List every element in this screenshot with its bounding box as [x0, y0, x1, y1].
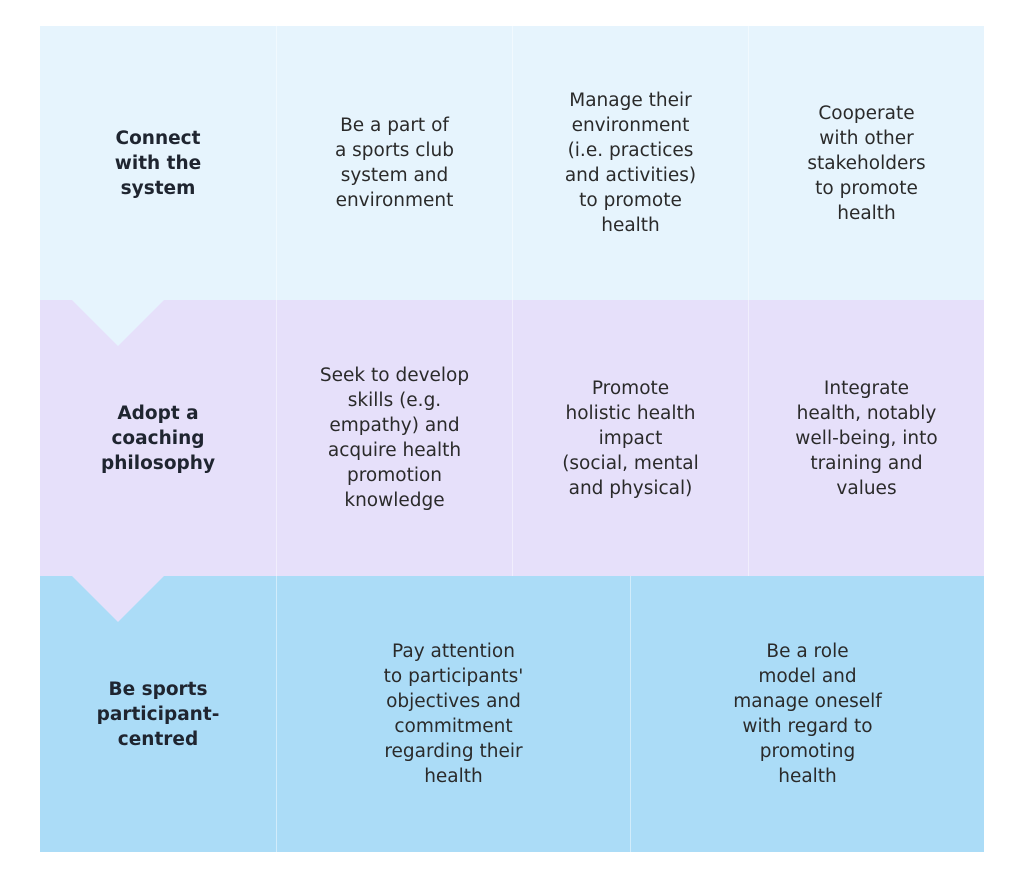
row-cell: Manage their environment (i.e. practices… — [512, 26, 748, 300]
row-label: Be sports participant-centred — [40, 576, 276, 852]
row-cell: Cooperate with other stakeholders to pro… — [748, 26, 984, 300]
row-be-sports-participant-centred: Be sports participant-centred Pay attent… — [40, 576, 984, 852]
row-cell-text: Pay attention to participants' objective… — [383, 641, 524, 787]
row-label-text: Be sports participant-centred — [96, 678, 220, 750]
row-cell-text: Integrate health, notably well-being, in… — [795, 377, 938, 499]
row-cell: Seek to develop skills (e.g. empathy) an… — [276, 300, 512, 576]
chevron-down-shape — [70, 298, 166, 346]
row-cell: Be a role model and manage oneself with … — [630, 576, 984, 852]
row-connect-with-the-system: Connect with the system Be a part of a s… — [40, 26, 984, 300]
row-cell: Pay attention to participants' objective… — [276, 576, 630, 852]
row-cell-text: Promote holistic health impact (social, … — [562, 377, 699, 499]
row-label: Connect with the system — [40, 26, 276, 300]
row-label: Adopt a coaching philosophy — [40, 300, 276, 576]
chevron-down-connector-1 — [70, 298, 166, 346]
row-cell-text: Seek to develop skills (e.g. empathy) an… — [319, 365, 470, 511]
chevron-down-shape — [70, 574, 166, 622]
row-label-text: Adopt a coaching philosophy — [101, 402, 215, 474]
row-label-text: Connect with the system — [114, 127, 202, 199]
row-adopt-a-coaching-philosophy: Adopt a coaching philosophy Seek to deve… — [40, 300, 984, 576]
row-cell: Promote holistic health impact (social, … — [512, 300, 748, 576]
row-cell-text: Manage their environment (i.e. practices… — [564, 90, 697, 236]
row-cell: Be a part of a sports club system and en… — [276, 26, 512, 300]
chevron-down-connector-2 — [70, 574, 166, 622]
row-cell-text: Be a role model and manage oneself with … — [733, 641, 882, 787]
row-cell-text: Be a part of a sports club system and en… — [334, 115, 455, 211]
row-cell-text: Cooperate with other stakeholders to pro… — [807, 102, 926, 224]
row-cell: Integrate health, notably well-being, in… — [748, 300, 984, 576]
